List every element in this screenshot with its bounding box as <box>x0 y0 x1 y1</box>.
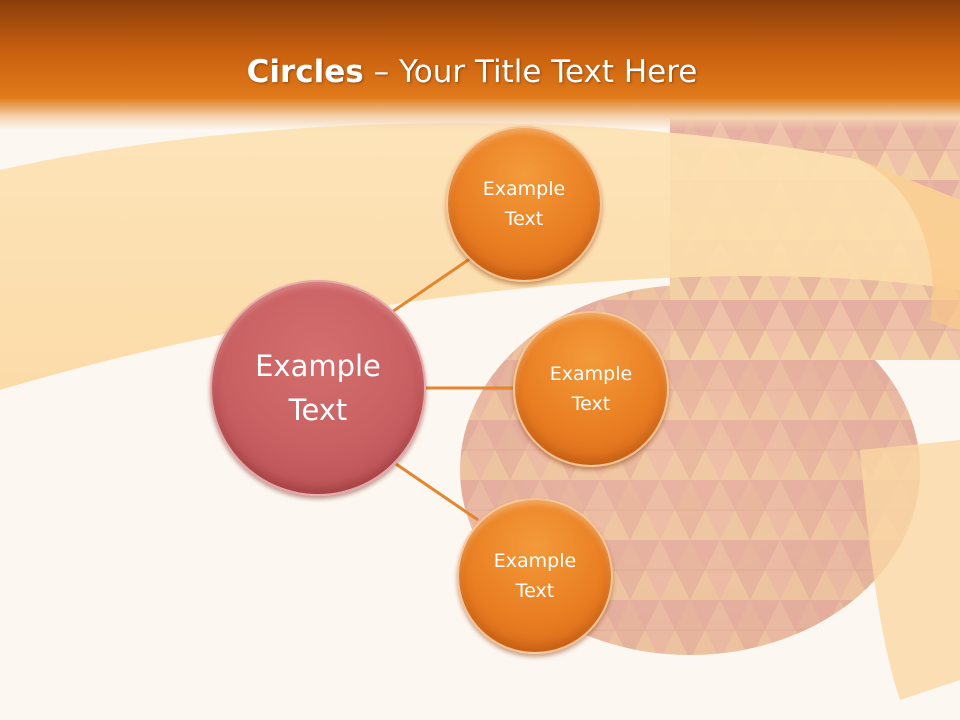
center-circle-label: Example Text <box>255 349 381 427</box>
node-circle-label: Example Text <box>549 363 633 415</box>
node-circle-middle: Example Text <box>513 311 669 467</box>
connector-line-1 <box>391 254 475 314</box>
title-bold: Circles <box>246 54 364 90</box>
connector-line-3 <box>395 462 479 522</box>
title-rest: – Your Title Text Here <box>363 54 698 90</box>
node-circle-label: Example Text <box>482 178 566 230</box>
node-circle-label: Example Text <box>493 550 577 602</box>
title-bar <box>0 0 960 130</box>
node-circle-top: Example Text <box>446 126 602 282</box>
center-circle: Example Text <box>210 280 426 496</box>
node-circle-bottom: Example Text <box>457 498 613 654</box>
slide-title: Circles – Your Title Text Here <box>0 54 944 90</box>
